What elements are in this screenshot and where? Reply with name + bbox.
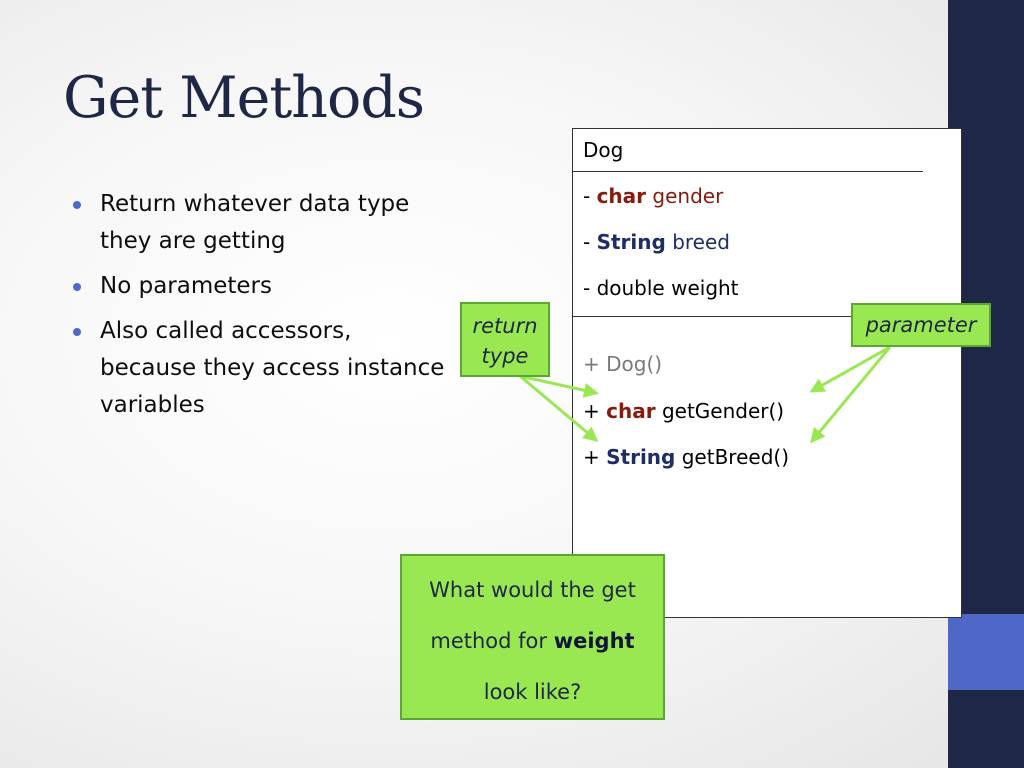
uml-divider: [573, 171, 923, 172]
slide-title: Get Methods: [63, 65, 425, 131]
uml-class-diagram: Dog - char gender - String breed - doubl…: [572, 128, 962, 618]
method-name: getGender(): [661, 399, 785, 423]
return-type-keyword: String: [606, 445, 676, 469]
bullet-dot-icon: [73, 283, 81, 291]
question-line: look like?: [483, 680, 582, 704]
attribute-name: breed: [672, 230, 730, 254]
attribute-name: gender: [652, 184, 724, 208]
uml-attribute: - String breed: [583, 230, 730, 254]
bullet-item: No parameters: [70, 268, 450, 305]
type-keyword: String: [596, 230, 666, 254]
bullet-text: No parameters: [100, 273, 272, 299]
uml-class-name: Dog: [583, 138, 624, 162]
type-keyword: char: [596, 184, 647, 208]
uml-method: + char getGender(): [583, 399, 785, 423]
bullet-item: Also called accessors, because they acce…: [70, 313, 450, 424]
bullet-dot-icon: [73, 201, 81, 209]
uml-attribute: - double weight: [583, 276, 739, 300]
bullet-item: Return whatever data type they are getti…: [70, 186, 450, 260]
method-name: getBreed(): [681, 445, 789, 469]
question-line: What would the get: [429, 578, 636, 602]
question-line: method for weight: [430, 629, 635, 653]
uml-divider: [573, 316, 961, 317]
parameter-callout: parameter: [851, 303, 991, 347]
question-box: What would the get method for weight loo…: [400, 554, 665, 720]
return-type-keyword: char: [606, 399, 656, 423]
return-type-callout: return type: [460, 302, 550, 377]
sidebar-accent-block: [948, 614, 1024, 690]
bullet-list: Return whatever data type they are getti…: [70, 186, 450, 432]
question-emphasis: weight: [553, 629, 635, 653]
bullet-text: Return whatever data type they are getti…: [100, 191, 410, 254]
uml-method: + String getBreed(): [583, 445, 789, 469]
uml-method: + Dog(): [583, 352, 663, 376]
bullet-dot-icon: [73, 328, 81, 336]
uml-attribute: - char gender: [583, 184, 724, 208]
bullet-text: Also called accessors, because they acce…: [100, 318, 445, 418]
